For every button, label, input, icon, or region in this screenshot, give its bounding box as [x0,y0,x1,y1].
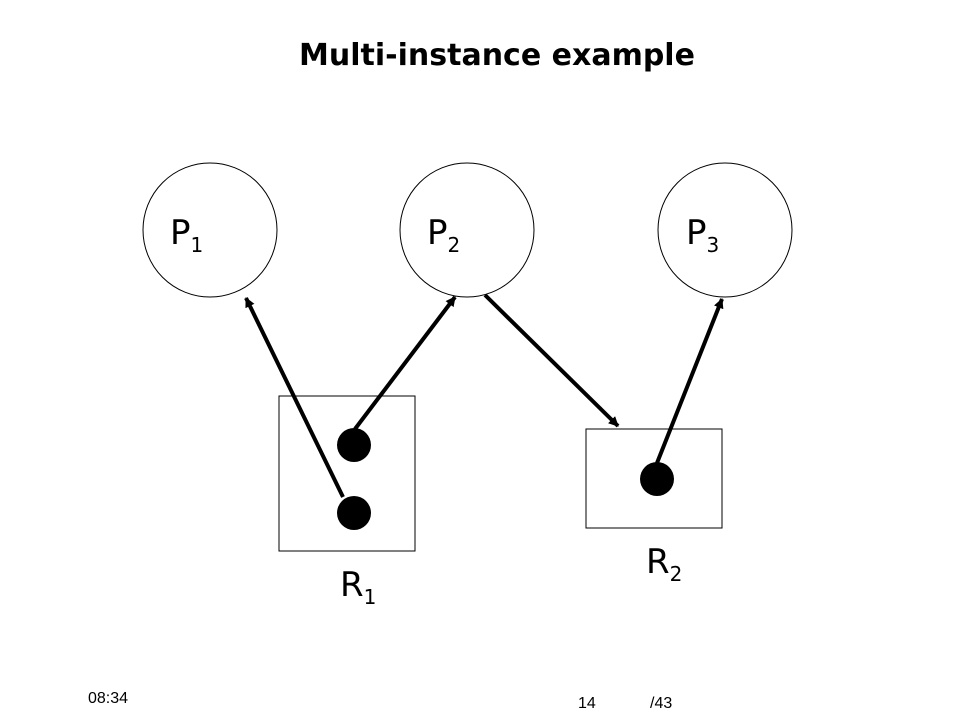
process-p2-sub: 2 [448,233,461,257]
resource-r1-instance-1 [337,428,371,462]
footer-page-number: 14 [578,695,596,712]
resource-r1-instance-2 [337,496,371,530]
svg-text:R1: R1 [340,565,376,609]
svg-text:P3: P3 [686,213,719,257]
resource-r2-instance-1 [640,462,674,496]
slide-title: Multi-instance example [299,38,695,73]
process-p1: P1 [142,162,278,298]
svg-text:P2: P2 [427,213,460,257]
process-p2-name: P [427,213,448,253]
process-p3: P3 [657,162,793,298]
edge-p2-to-r2 [483,293,620,428]
svg-text:R2: R2 [646,542,682,586]
edge-r1-to-p2 [353,295,457,431]
edge-r1-to-p1 [244,297,345,498]
process-p3-name: P [686,213,707,253]
process-p1-sub: 1 [191,233,204,257]
svg-text:P1: P1 [170,213,203,257]
footer-time: 08:34 [88,690,129,707]
resource-r1-name: R [340,565,364,605]
footer-page-total: /43 [650,695,673,712]
resource-r1: R1 [278,395,416,609]
edge-r2-to-p3 [655,298,724,464]
process-p3-sub: 3 [707,233,720,257]
process-p2: P2 [399,162,535,298]
process-p1-name: P [170,213,191,253]
resource-r1-sub: 1 [364,585,377,609]
resource-r2: R2 [585,428,723,586]
resource-r2-sub: 2 [670,562,683,586]
resource-r2-name: R [646,542,670,582]
